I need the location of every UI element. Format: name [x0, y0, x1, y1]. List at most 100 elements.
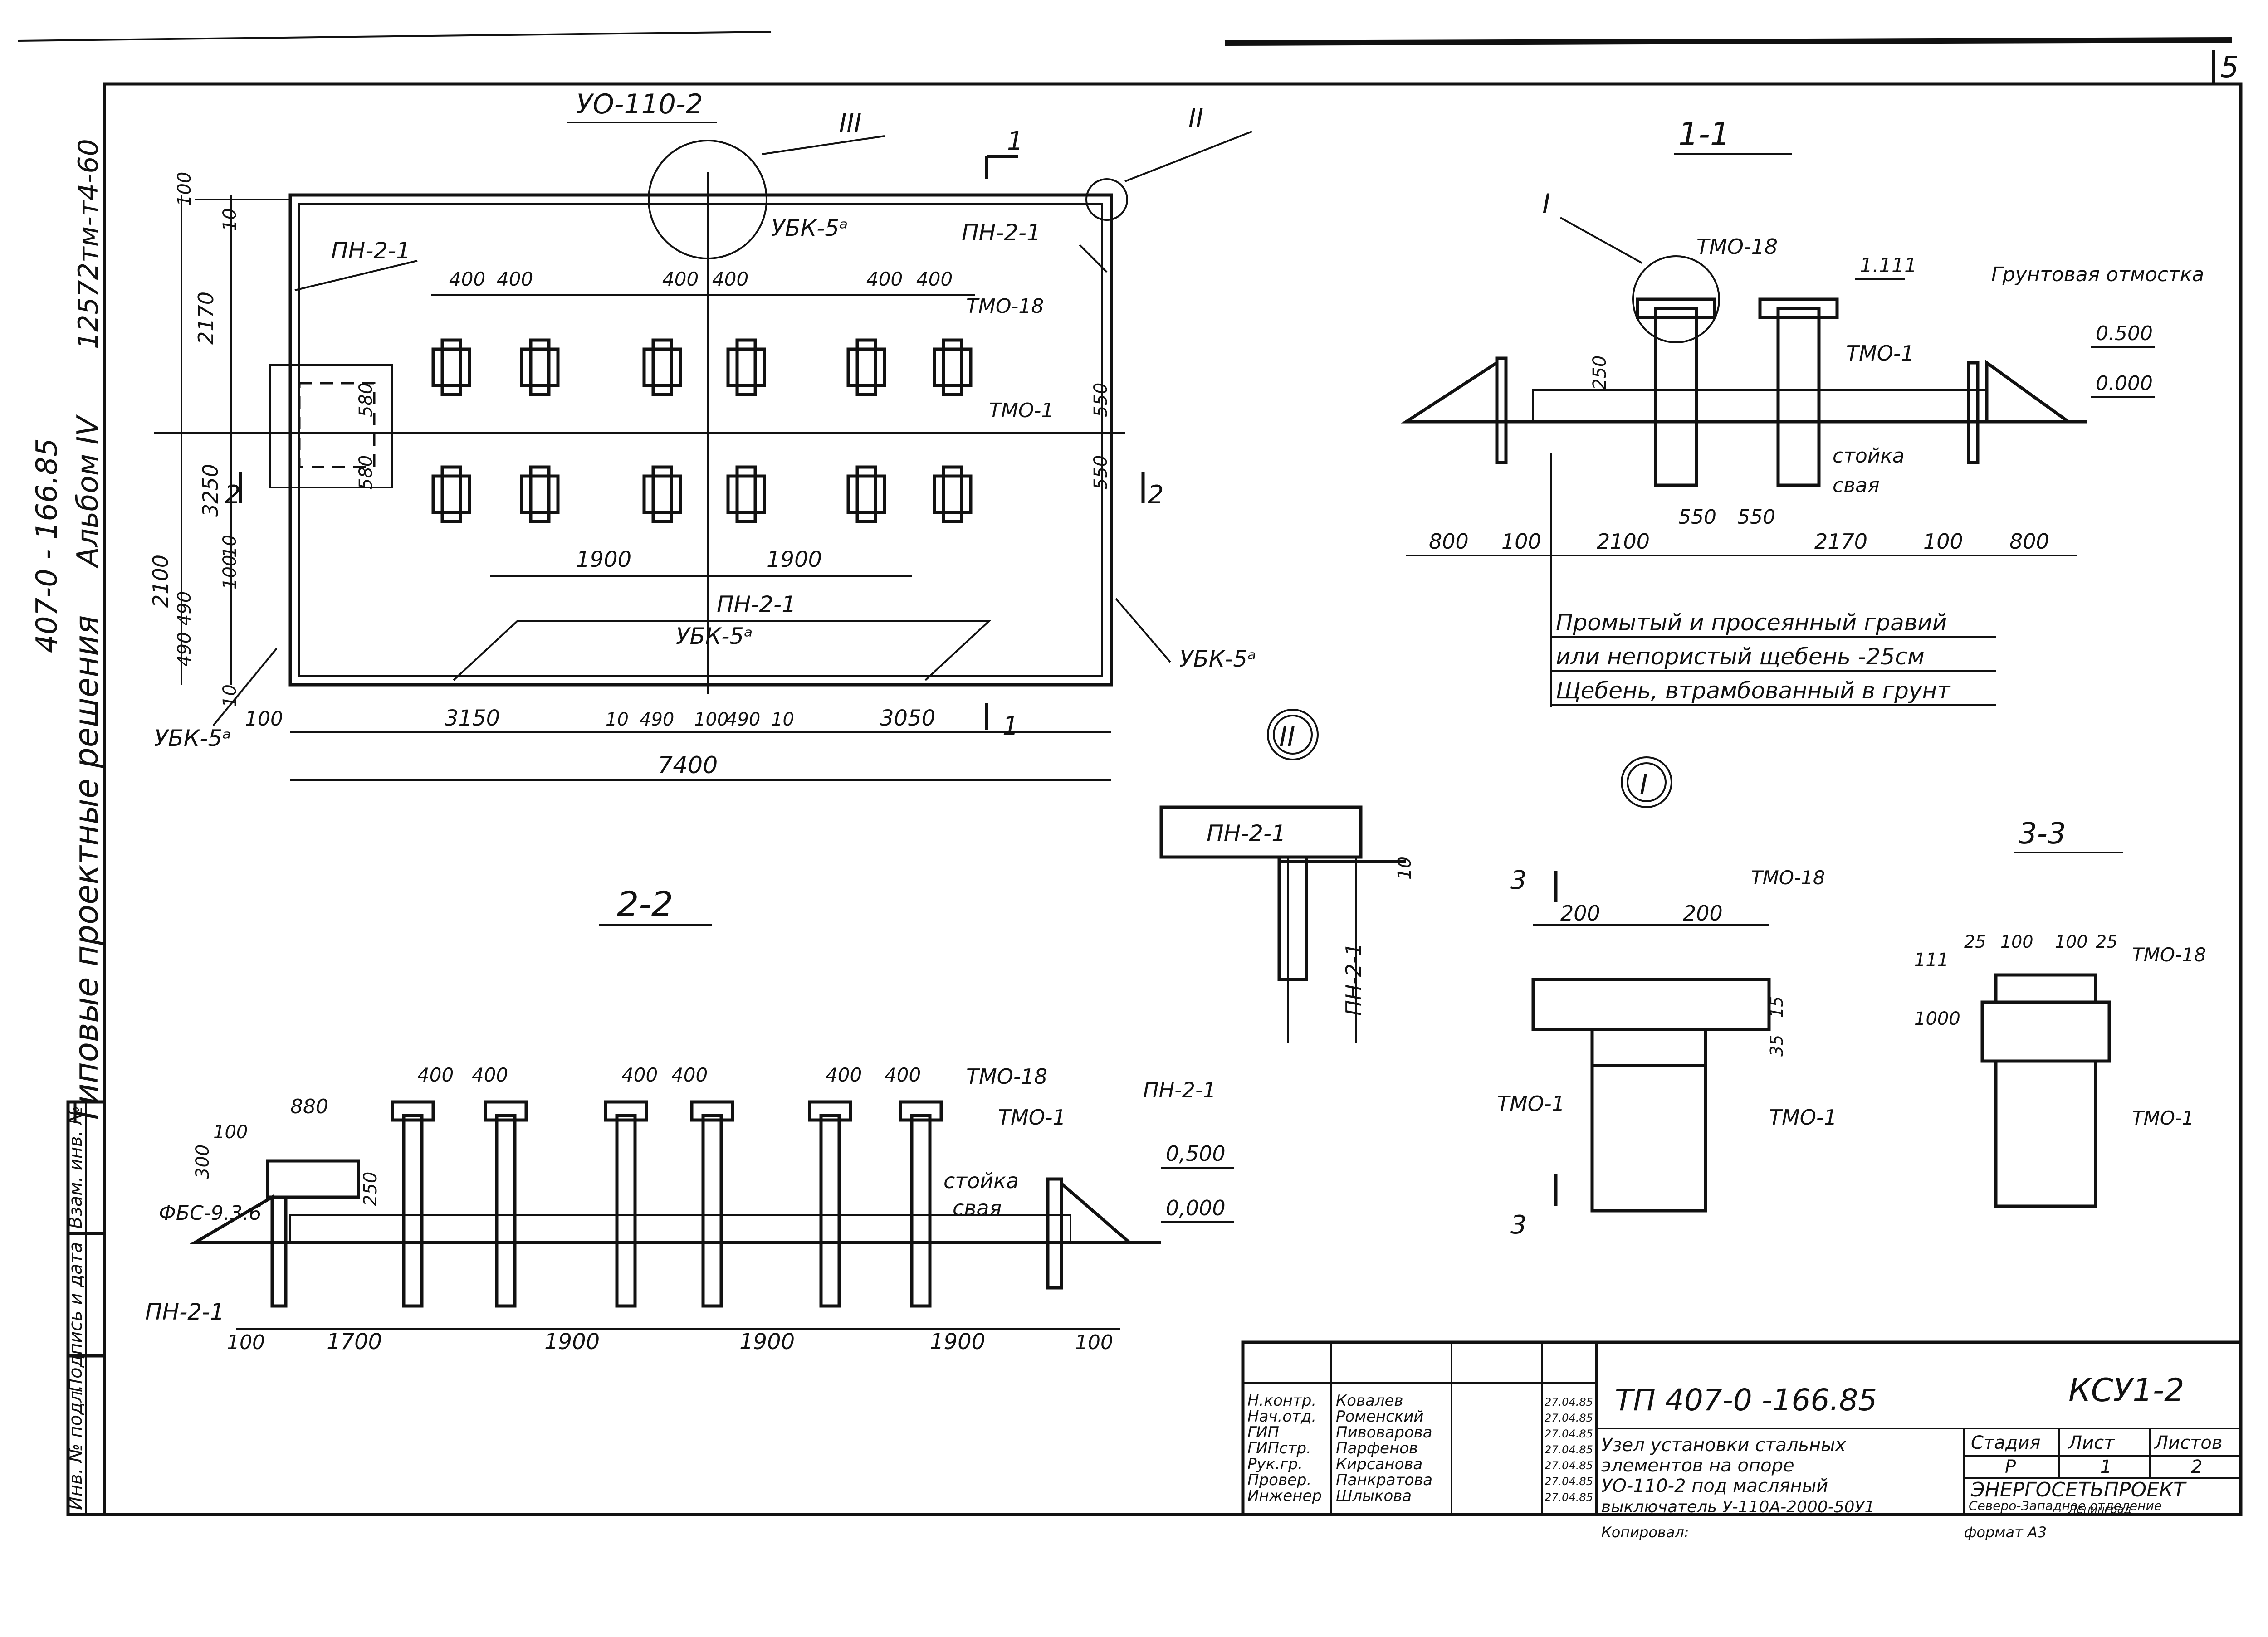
dim-580a: 580 — [356, 383, 376, 417]
stamp-replace: Взам. инв. № — [65, 1106, 86, 1229]
left-stamp: Инв. № подл. Подпись и дата Взам. инв. № — [65, 1100, 106, 1516]
s11-d800a: 800 — [1429, 529, 1469, 554]
album-label: Альбом IV — [71, 414, 105, 569]
dim-550a: 550 — [1090, 383, 1111, 417]
plan-pn-right: ПН-2-1 — [962, 219, 1041, 246]
mark-II: II — [1188, 104, 1203, 133]
sheet-value: 1 — [2100, 1457, 2112, 1477]
detailI-tmo18: ТМО-18 — [1751, 867, 1825, 889]
s22-post: стойка — [943, 1169, 1019, 1193]
dim-580b: 580 — [356, 455, 376, 490]
dim-10b: 10 — [220, 535, 240, 558]
s22-d300: 300 — [192, 1145, 213, 1179]
s22-tmo18: ТМО-18 — [966, 1064, 1047, 1089]
date-0: 27.04.85 — [1545, 1396, 1593, 1408]
note-2: или непористый щебень -25см — [1556, 643, 1925, 670]
plan-ubk-right: УБК-5ᵃ — [1179, 646, 1256, 672]
s33-d25a: 25 — [1964, 932, 1986, 952]
section-mark-1-bottom: 1 — [1002, 711, 1019, 741]
role-3: ГИПстр. — [1247, 1439, 1311, 1457]
svg-text:400: 400 — [671, 1064, 708, 1086]
s22-d100b: 100 — [1075, 1331, 1113, 1354]
s11-d100a: 100 — [1501, 529, 1541, 554]
dim-100-top: 100 — [174, 172, 195, 206]
paper-format: формат А3 — [1964, 1524, 2047, 1541]
svg-text:400: 400 — [916, 268, 953, 290]
section11-title: 1-1 — [1678, 116, 1730, 153]
desc-1: элементов на опоре — [1601, 1455, 1794, 1476]
sheet-label: Лист — [2068, 1432, 2115, 1453]
title-block: ТП 407-0 -166.85 КСУ1-2 Н.контр. Нач.отд… — [1241, 1340, 2243, 1541]
dim-1900a: 1900 — [576, 547, 631, 572]
date-2: 27.04.85 — [1545, 1428, 1593, 1440]
sheet-code: КСУ1-2 — [2068, 1372, 2185, 1409]
section-mark-1-top: 1 — [1007, 127, 1023, 156]
post-1 — [1654, 307, 1698, 487]
cable-box — [269, 364, 393, 488]
svg-text:400: 400 — [885, 1064, 921, 1086]
plan-tmo18: ТМО-18 — [966, 295, 1044, 318]
scan-edge-line — [18, 31, 772, 42]
drawing-frame — [103, 82, 2243, 1516]
svg-text:400: 400 — [712, 268, 748, 290]
plan-ubk-left: УБК-5ᵃ — [154, 725, 231, 751]
dim-100c: 100 — [694, 709, 728, 730]
name-4: Кирсанова — [1336, 1455, 1422, 1473]
plan-view: УО-110-2 2170 3250 2100 490 490 100 10 1… — [148, 88, 1256, 781]
elev-0500: 0.500 — [2096, 322, 2153, 345]
plan-tmo1: ТМО-1 — [989, 399, 1054, 422]
plan-ubk-bottom: УБК-5ᵃ — [676, 623, 753, 649]
section22-posts — [391, 1100, 943, 1308]
mark-III: III — [839, 108, 862, 138]
detail-circle-II — [1085, 178, 1128, 221]
date-3: 27.04.85 — [1545, 1443, 1593, 1456]
dim-490b: 490 — [174, 591, 195, 626]
name-6: Шлыкова — [1336, 1487, 1412, 1505]
s11-tmo18: ТМО-18 — [1696, 234, 1778, 259]
detailI-d200a: 200 — [1560, 901, 1600, 926]
s11-d800b: 800 — [2009, 529, 2049, 554]
dim-490c: 490 — [640, 709, 674, 730]
s11-d2170: 2170 — [1814, 529, 1867, 554]
album-code: 407-0 - 166.85 — [30, 438, 64, 653]
s22-d880: 880 — [290, 1095, 328, 1118]
sheets-value: 2 — [2191, 1457, 2202, 1477]
elev-1111: 1.111 — [1860, 254, 1917, 277]
plan-pn-bottom: ПН-2-1 — [717, 591, 796, 618]
page-number: 5 — [2220, 51, 2239, 84]
dim-3050: 3050 — [880, 706, 935, 731]
scan-edge-line-bold — [1224, 37, 2232, 46]
dim-7400: 7400 — [658, 752, 718, 779]
s22-d1900a: 1900 — [544, 1329, 600, 1354]
s22-d1900c: 1900 — [930, 1329, 985, 1354]
sheets-label: Листов — [2154, 1432, 2222, 1453]
s11-d550a: 550 — [1678, 506, 1716, 529]
role-4: Рук.гр. — [1247, 1455, 1303, 1473]
org-branch: Северо-Западное отделение — [1969, 1498, 2162, 1513]
section-mark-2-right: 2 — [1148, 480, 1164, 510]
post-2 — [1776, 307, 1821, 487]
s33-d111: 111 — [1914, 950, 1949, 970]
role-5: Провер. — [1247, 1471, 1311, 1489]
detailI-section-bottom: 3 — [1510, 1210, 1527, 1240]
stage-label: Стадия — [1971, 1432, 2040, 1453]
detailI-mark: I — [1640, 769, 1648, 800]
section-2-2: 2-2 400 400 400 400 400 400 880 100 300 … — [145, 884, 1234, 1354]
s11-d100b: 100 — [1923, 529, 1963, 554]
section-3-3: 3-3 111 25 100 100 25 ТМО-18 1000 ТМО-1 — [1914, 817, 2206, 1208]
s33-d1000: 1000 — [1914, 1009, 1960, 1029]
detail-I: I 3 3 200 200 ТМО-18 35 15 ТМО-1 ТМО-1 — [1497, 756, 1837, 1240]
s22-tmo1: ТМО-1 — [998, 1105, 1066, 1130]
stage-value: Р — [2005, 1457, 2016, 1477]
detailI-d200b: 200 — [1683, 901, 1723, 926]
s22-d100: 100 — [213, 1122, 248, 1143]
svg-text:400: 400 — [621, 1064, 658, 1086]
s11-d550b: 550 — [1737, 506, 1775, 529]
s22-pn-left: ПН-2-1 — [145, 1299, 225, 1325]
org-name: ЭНЕРГОСЕТЬПРОЕКТ — [1970, 1478, 2187, 1501]
mark-I: I — [1542, 188, 1550, 220]
role-0: Н.контр. — [1247, 1392, 1316, 1410]
s33-d25b: 25 — [2096, 932, 2117, 952]
name-1: Роменский — [1336, 1408, 1424, 1426]
note-3: Щебень, втрамбованный в грунт — [1556, 677, 1951, 704]
